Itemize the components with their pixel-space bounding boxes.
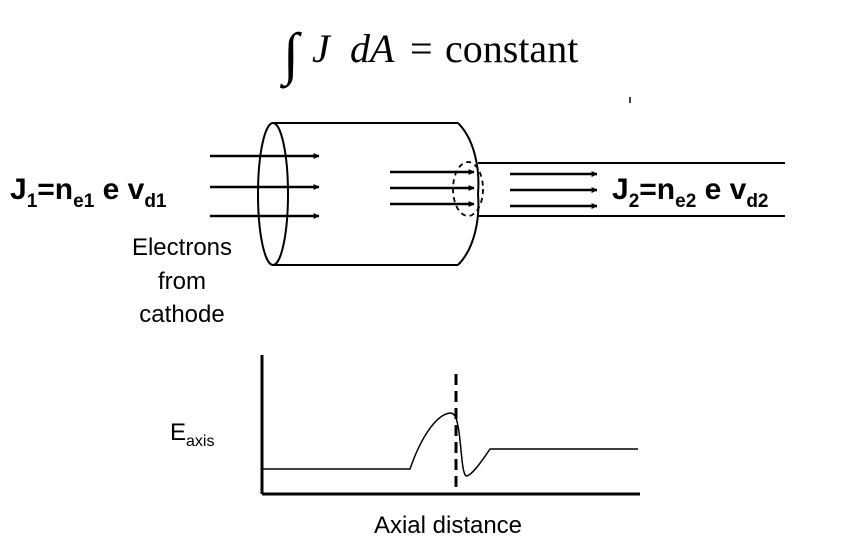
equation-integrand: J: [312, 26, 332, 71]
electrons-label-line2: from: [158, 268, 206, 295]
converging-arrows: [390, 169, 475, 207]
field-curve: [262, 412, 638, 477]
axial-field-plot: Eaxis Axial distance: [170, 355, 640, 539]
plot-x-label: Axial distance: [374, 512, 522, 539]
equation-differential: dA: [350, 26, 395, 71]
plot-y-label: Eaxis: [170, 419, 214, 450]
entry-arrows: [210, 153, 320, 219]
beam-arrows: [510, 171, 598, 209]
electrons-label-line1: Electrons: [132, 234, 232, 261]
electrons-label-line3: cathode: [139, 301, 224, 328]
narrow-beam: [478, 162, 785, 217]
j1-label: J1=ne1 e vd1: [10, 173, 167, 212]
j2-label: J2=ne2 e vd2: [612, 173, 769, 212]
equation-equals: =: [410, 26, 433, 71]
wide-cylinder: [257, 122, 480, 266]
equation-integral-sign: ∫: [279, 21, 302, 89]
wide-cylinder-right-taper: [457, 122, 480, 266]
equation-rhs: constant: [445, 26, 578, 71]
wide-cylinder-front-face: [257, 122, 289, 266]
